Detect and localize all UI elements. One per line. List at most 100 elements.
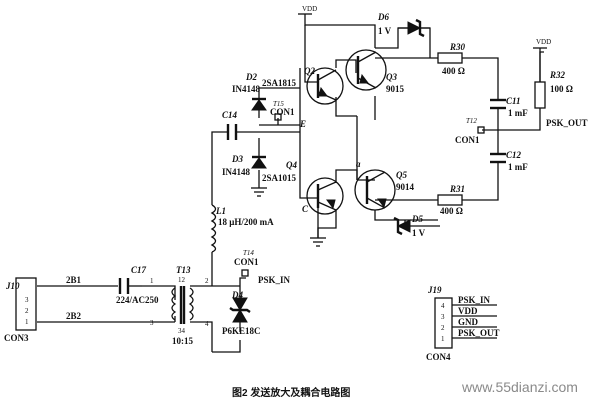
t13-pin-3: 3 xyxy=(150,319,154,327)
vdd-top-label: VDD xyxy=(302,5,317,13)
j19-body xyxy=(434,297,453,349)
node-c: C xyxy=(302,204,309,214)
j19-pin-4: 4 xyxy=(441,302,445,310)
j19-sig-vdd: VDD xyxy=(458,306,478,316)
zener-d5: D5 1 V xyxy=(393,214,426,238)
figure-caption: 图2 发送放大及耦合电路图 xyxy=(232,386,350,399)
capacitor-c12: C12 1 mF xyxy=(490,142,528,172)
transistor-q4: Q4 2SA1015 xyxy=(262,160,344,215)
d3-ref: D3 xyxy=(231,154,243,164)
q2-part: 2SA1815 xyxy=(262,78,297,88)
net-psk-out: PSK_OUT xyxy=(546,118,588,128)
vdd-top: VDD xyxy=(298,5,317,18)
d6-value: 1 V xyxy=(378,26,392,36)
r32-ref: R32 xyxy=(549,70,566,80)
t13-pin-34: 34 xyxy=(178,327,186,335)
q5-ref: Q5 xyxy=(396,170,407,180)
t13-pin-4: 4 xyxy=(205,320,209,328)
vdd-right: VDD xyxy=(533,38,551,52)
j10-pin-2: 2 xyxy=(25,307,29,315)
t15-name: CON1 xyxy=(270,107,295,117)
net-2b1: 2B1 xyxy=(66,275,82,285)
q3-ref: Q3 xyxy=(386,72,397,82)
t13-pin-12: 12 xyxy=(178,276,186,284)
testpoint-t14: T14 CON1 xyxy=(234,249,259,277)
inductor-l1: L1 18 μH/200 mA xyxy=(210,204,274,253)
resistor-r32: R32 100 Ω xyxy=(534,52,573,109)
q2-ref: Q2 xyxy=(304,66,315,76)
r31-value: 400 Ω xyxy=(440,206,463,216)
capacitor-c17: C17 1 224/AC250 xyxy=(116,265,159,305)
wires xyxy=(37,18,544,353)
resistor-r31: R31 400 Ω xyxy=(437,184,465,216)
t15-ref: T15 xyxy=(273,100,284,108)
l1-ref: L1 xyxy=(215,206,226,216)
d2-ref: D2 xyxy=(245,72,257,82)
c17-pin: 1 xyxy=(150,277,154,285)
c12-ref: C12 xyxy=(506,150,522,160)
c14-ref: C14 xyxy=(222,110,238,120)
transistor-q5: Q5 9014 xyxy=(354,169,415,211)
d4-ref: D4 xyxy=(231,290,243,300)
t12-name: CON1 xyxy=(455,135,480,145)
transistor-q3: Q3 9015 xyxy=(345,49,405,94)
node-a: a xyxy=(356,159,361,169)
d2-part: IN4148 xyxy=(232,84,261,94)
diode-d3: D3 IN4148 xyxy=(222,154,267,177)
vdd-right-label: VDD xyxy=(536,38,551,46)
connector-j10: J10 3 2 1 CON3 xyxy=(4,277,37,343)
d6-ref: D6 xyxy=(377,12,389,22)
d3-part: IN4148 xyxy=(222,167,251,177)
t14-ref: T14 xyxy=(243,249,254,257)
tvs-d4: D4 P6KE18C xyxy=(222,290,261,336)
j10-name: CON3 xyxy=(4,333,29,343)
zener-d6: D6 1 V xyxy=(377,12,430,38)
t13-pin-2: 2 xyxy=(205,277,209,285)
transistor-q2: Q2 2SA1815 xyxy=(262,66,344,105)
j19-pin-2: 2 xyxy=(441,324,445,332)
j19-ref: J19 xyxy=(427,285,442,295)
j19-sig-psk-in: PSK_IN xyxy=(458,295,491,305)
diode-d2: D2 IN4148 xyxy=(232,72,267,111)
c11-ref: C11 xyxy=(506,96,521,106)
c17-value: 224/AC250 xyxy=(116,295,159,305)
t14-name: CON1 xyxy=(234,257,259,267)
ground-d3 xyxy=(251,187,267,197)
d4-part: P6KE18C xyxy=(222,326,261,336)
net-2b2: 2B2 xyxy=(66,311,82,321)
j10-body xyxy=(15,277,37,331)
j10-pin-1: 1 xyxy=(25,318,29,326)
resistor-r30: R30 400 Ω xyxy=(437,42,466,76)
node-e: E xyxy=(299,119,306,129)
net-psk-in: PSK_IN xyxy=(258,275,291,285)
j19-pin-3: 3 xyxy=(441,313,445,321)
c12-value: 1 mF xyxy=(508,162,528,172)
ground-q4 xyxy=(310,237,326,247)
j19-sig-psk-out: PSK_OUT xyxy=(458,328,500,338)
q3-part: 9015 xyxy=(386,84,405,94)
q4-ref: Q4 xyxy=(286,160,297,170)
t13-ratio: 10:15 xyxy=(172,336,193,346)
r30-value: 400 Ω xyxy=(442,66,465,76)
transformer-t13: T13 12 3 2 4 34 10:15 xyxy=(150,265,209,346)
d5-value: 1 V xyxy=(412,228,426,238)
q5-part: 9014 xyxy=(396,182,415,192)
j10-ref: J10 xyxy=(5,281,20,291)
t12-ref: T12 xyxy=(466,117,477,125)
r30-ref: R30 xyxy=(449,42,466,52)
q4-part: 2SA1015 xyxy=(262,173,297,183)
t13-ref: T13 xyxy=(176,265,191,275)
connector-j19: J19 4 3 2 1 PSK_IN VDD GND PSK_OUT CON4 xyxy=(426,285,500,362)
c11-value: 1 mF xyxy=(508,108,528,118)
l1-value: 18 μH/200 mA xyxy=(218,217,274,227)
c17-ref: C17 xyxy=(131,265,147,275)
testpoint-t15: T15 CON1 xyxy=(270,100,295,121)
r31-ref: R31 xyxy=(449,184,465,194)
j10-pin-3: 3 xyxy=(25,296,29,304)
r32-value: 100 Ω xyxy=(550,84,573,94)
capacitor-c11: C11 1 mF xyxy=(490,96,528,118)
d5-ref: D5 xyxy=(411,214,423,224)
testpoint-t12: T12 CON1 xyxy=(455,117,485,145)
j19-pin-1: 1 xyxy=(441,335,445,343)
